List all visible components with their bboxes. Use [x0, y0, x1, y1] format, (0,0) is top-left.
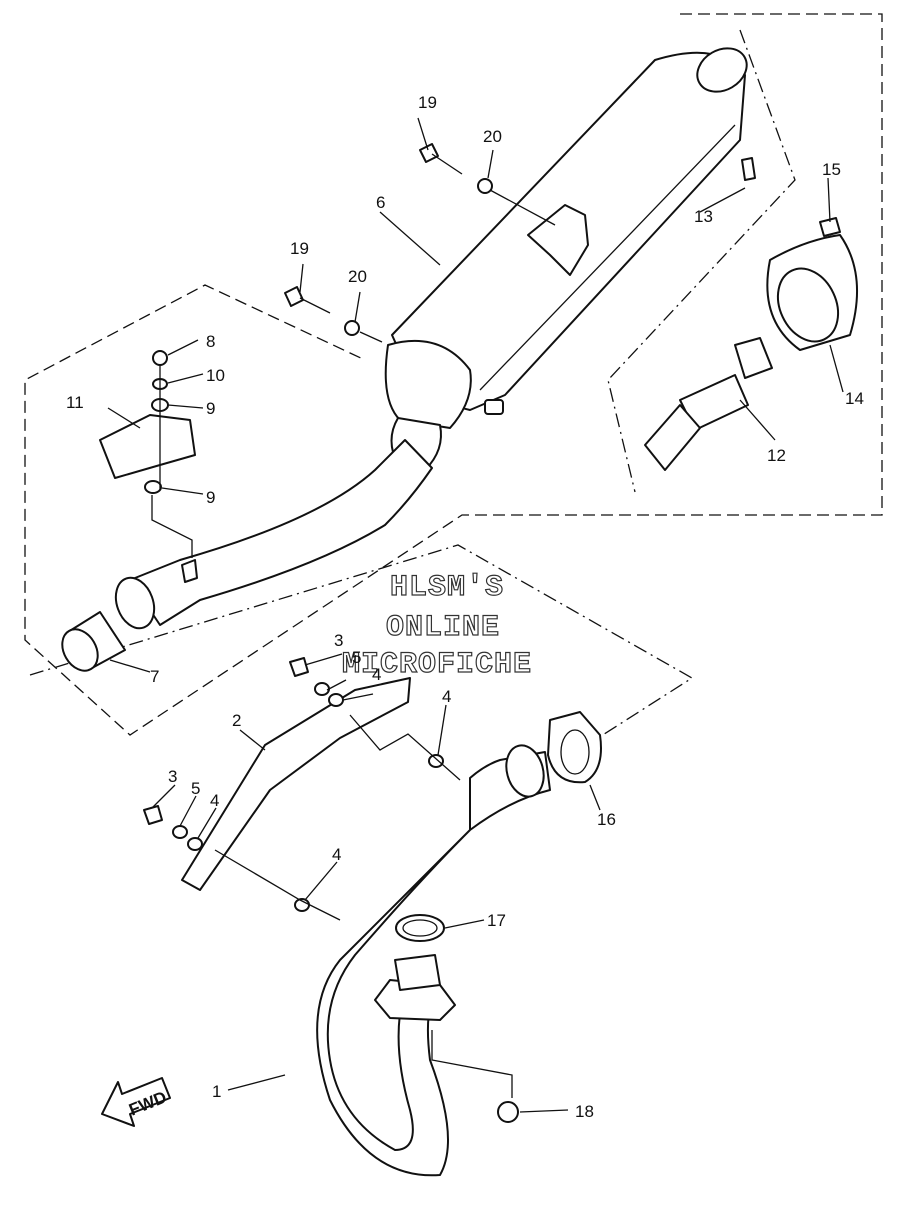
washer-4-lower [187, 837, 203, 851]
callout-2: 2 [232, 711, 241, 730]
callout-9-lower: 9 [206, 488, 215, 507]
washer-5-lower [172, 825, 188, 839]
header-group-boundary [29, 544, 694, 739]
callout-19-lower: 19 [290, 239, 309, 258]
washer-9-lower [144, 480, 162, 494]
callout-20-lower: 20 [348, 267, 367, 286]
callout-18: 18 [575, 1102, 594, 1121]
callout-13: 13 [694, 207, 713, 226]
bolt-3-lower [143, 805, 163, 825]
callout-15: 15 [822, 160, 841, 179]
watermark-line-1: HLSM'S [390, 571, 504, 605]
mid-pipe [114, 439, 433, 630]
exhaust-flange [374, 979, 456, 1021]
screw-15 [819, 217, 841, 237]
callout-8: 8 [206, 332, 215, 351]
bolt-8 [152, 350, 168, 366]
callout-4-d: 4 [332, 845, 341, 864]
gasket-17 [395, 914, 445, 942]
tailpipe-group-boundary [607, 29, 796, 493]
nut-18 [497, 1101, 519, 1123]
muffler [384, 47, 748, 471]
watermark-line-2: ONLINE [386, 611, 500, 645]
bolt-19-lower [284, 286, 331, 314]
muffler-group-boundary [24, 13, 883, 736]
washer-20-lower [344, 320, 360, 336]
callout-10: 10 [206, 366, 225, 385]
washer-5-upper [314, 682, 330, 696]
callout-3-upper: 3 [334, 631, 343, 650]
callout-3-lower: 3 [168, 767, 177, 786]
heat-protector [181, 677, 411, 891]
bolt-19-upper [419, 143, 463, 175]
callout-9-upper: 9 [206, 399, 215, 418]
callout-19-upper: 19 [418, 93, 437, 112]
end-cap-14 [766, 234, 859, 351]
callout-11: 11 [66, 393, 84, 412]
watermark-line-3: MICROFICHE [342, 648, 532, 682]
callout-4-c: 4 [210, 791, 219, 810]
gasket-ring-7 [61, 611, 126, 672]
callout-5-upper: 5 [352, 648, 361, 667]
callout-7: 7 [150, 667, 159, 686]
callout-5-lower: 5 [191, 779, 200, 798]
callout-16: 16 [597, 810, 616, 829]
washer-4-upper [328, 693, 344, 707]
callout-14: 14 [845, 389, 864, 408]
clamp-plate [99, 414, 196, 479]
callout-20-upper: 20 [483, 127, 502, 146]
spark-arrestor-12 [644, 337, 773, 471]
forward-arrow-icon: FWD [101, 1077, 171, 1127]
callout-17: 17 [487, 911, 506, 930]
bolt-13 [741, 157, 756, 181]
washer-20-upper [477, 178, 493, 194]
bolt-3-upper [289, 657, 309, 677]
callout-4-a: 4 [372, 665, 381, 684]
callout-1: 1 [212, 1082, 221, 1101]
band-clamp-16 [547, 711, 602, 784]
callout-4-b: 4 [442, 687, 451, 706]
callout-6: 6 [376, 193, 385, 212]
callout-12: 12 [767, 446, 786, 465]
washer-4-right [428, 754, 444, 768]
